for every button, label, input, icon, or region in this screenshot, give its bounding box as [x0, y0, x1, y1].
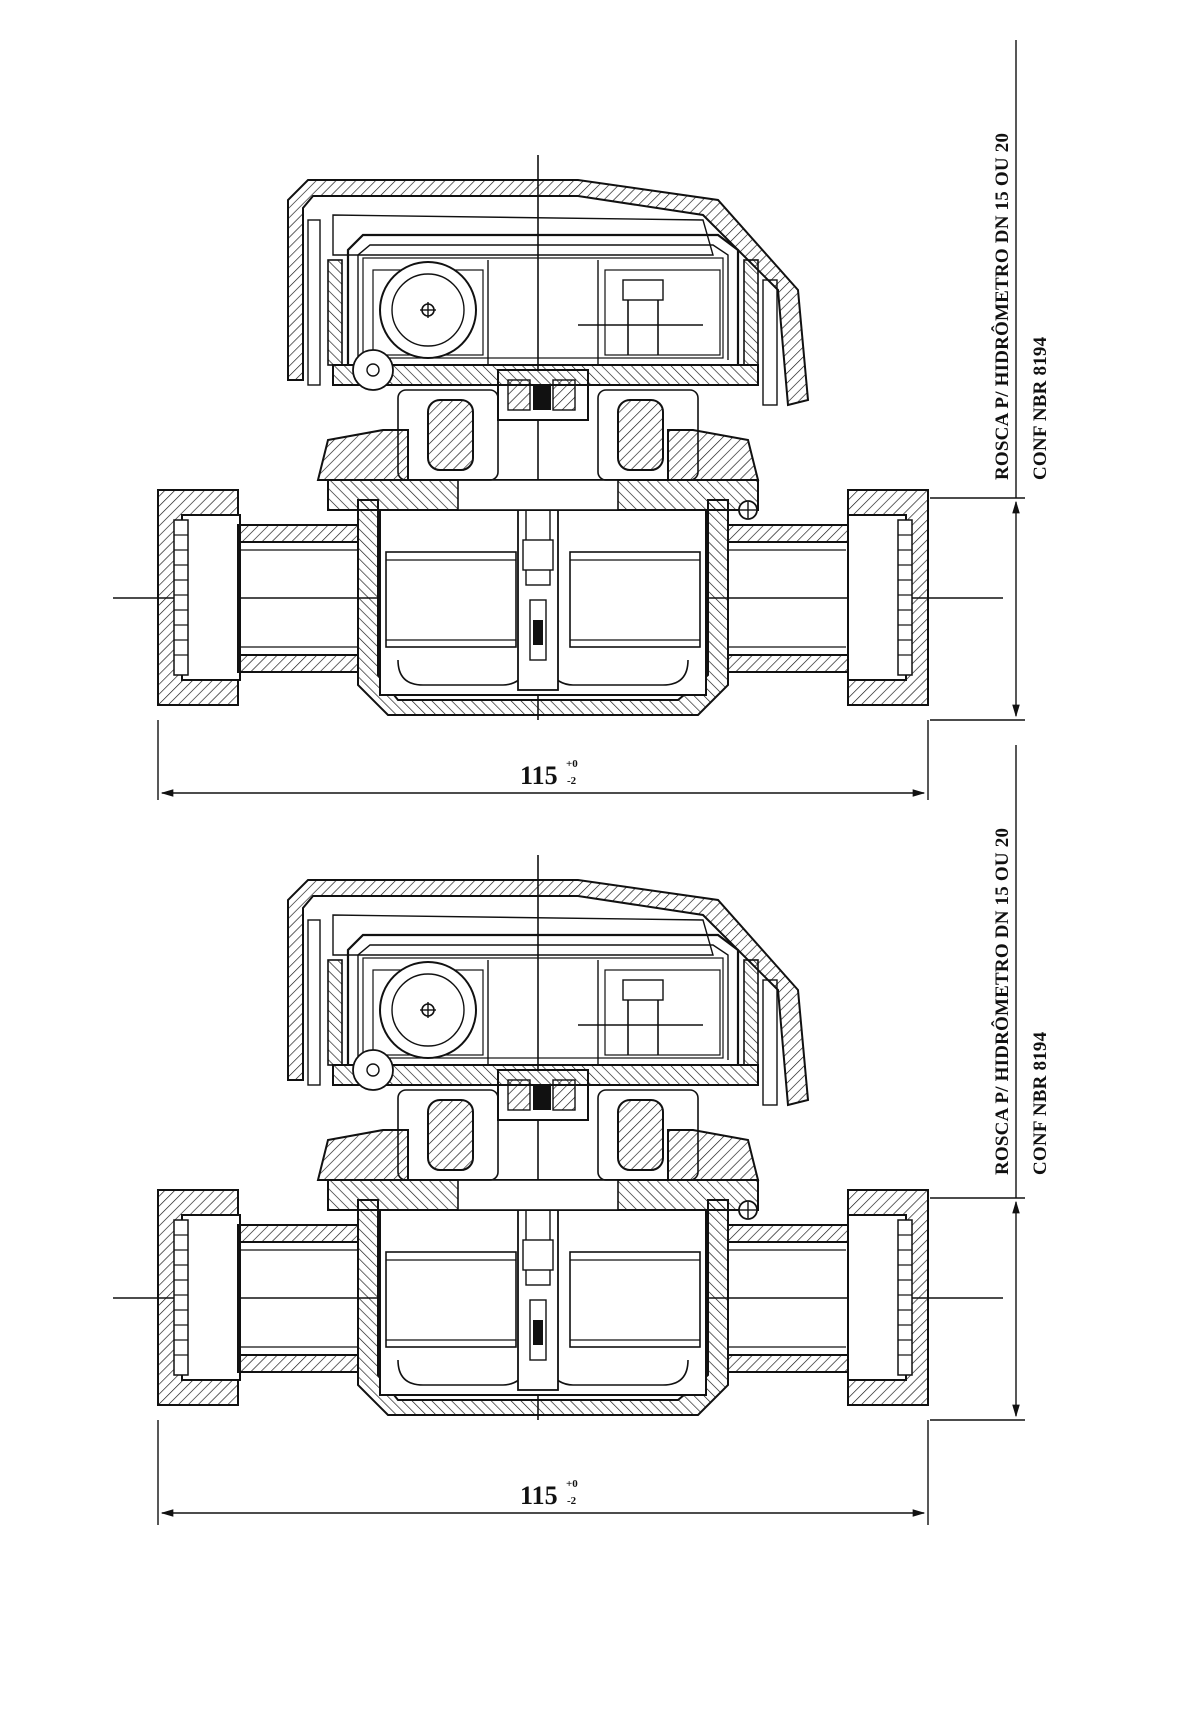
dimension-length-top: 115 +0 -2	[157, 720, 929, 800]
dimension-value-top: 115	[520, 761, 558, 790]
dimension-length-bottom: 115 +0 -2	[157, 1420, 929, 1525]
thread-note-line2-top: CONF NBR 8194	[1030, 336, 1051, 480]
thread-note-line1-bottom: ROSCA P/ HIDRÔMETRO DN 15 OU 20	[991, 828, 1013, 1175]
thread-note-line1-top: ROSCA P/ HIDRÔMETRO DN 15 OU 20	[991, 133, 1013, 480]
dimension-thread-top	[930, 40, 1025, 721]
thread-note-line2-bottom: CONF NBR 8194	[1030, 1031, 1051, 1175]
meter-view-top: 115 +0 -2 ROSCA P/ HIDRÔMETRO DN 15 OU 2…	[111, 40, 1051, 800]
dimension-thread-bottom	[930, 745, 1025, 1421]
dimension-value-bottom: 115	[520, 1481, 558, 1510]
tolerance-lower-bottom: -2	[567, 1495, 577, 1507]
tolerance-lower-top: -2	[567, 775, 577, 787]
tolerance-upper-bottom: +0	[566, 1478, 578, 1490]
meter-view-bottom: 115 +0 -2 ROSCA P/ HIDRÔMETRO DN 15 OU 2…	[111, 745, 1051, 1525]
tolerance-upper-top: +0	[566, 758, 578, 770]
